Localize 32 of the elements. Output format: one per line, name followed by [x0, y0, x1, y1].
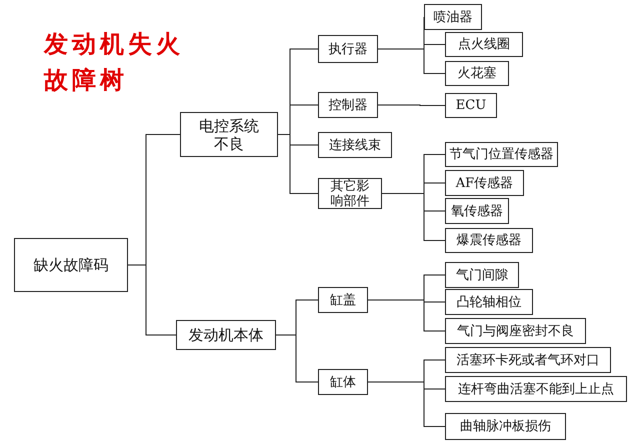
title: 发动机失火故障树	[44, 29, 185, 96]
tree-node-box: 缺火故障码	[14, 238, 128, 292]
tree-node-box: 连杆弯曲活塞不能到上止点	[445, 376, 627, 402]
tree-node-box: 电控系统不良	[180, 112, 278, 157]
tree-node-box: 缸体	[318, 369, 368, 395]
connector-line	[378, 104, 446, 106]
tree-node-box: 爆震传感器	[445, 228, 533, 253]
tree-node-box: 凸轮轴相位	[445, 289, 533, 315]
connector-line	[368, 382, 446, 427]
tree-node-box: 其它影响部件	[318, 178, 382, 209]
tree-node-box: 节气门位置传感器	[445, 142, 558, 167]
connector-line	[276, 334, 318, 382]
tree-node-box: 喷油器	[424, 4, 482, 30]
tree-node-box: 缸盖	[318, 287, 368, 313]
tree-node-box: 活塞环卡死或者气环对口	[445, 347, 611, 373]
connector-line	[128, 264, 176, 336]
tree-node-box: 执行器	[318, 35, 378, 63]
connector-line	[382, 193, 446, 241]
tree-node-box: ECU	[445, 93, 497, 118]
connector-line	[378, 48, 446, 74]
tree-node-box: 气门与阀座密封不良	[445, 318, 586, 344]
tree-node-box: 曲轴脉冲板损伤	[445, 413, 566, 440]
connector-line	[368, 300, 446, 332]
tree-node-box: 连接线束	[318, 132, 392, 158]
tree-node-box: 氧传感器	[445, 198, 509, 224]
tree-node-box: 火花塞	[445, 61, 509, 86]
tree-node-box: 点火线圈	[445, 32, 523, 57]
connector-line	[278, 134, 318, 194]
tree-node-box: AF传感器	[445, 170, 524, 196]
tree-node-box: 发动机本体	[176, 320, 276, 350]
tree-node-box: 气门间隙	[445, 262, 519, 288]
tree-node-box: 控制器	[318, 92, 378, 118]
